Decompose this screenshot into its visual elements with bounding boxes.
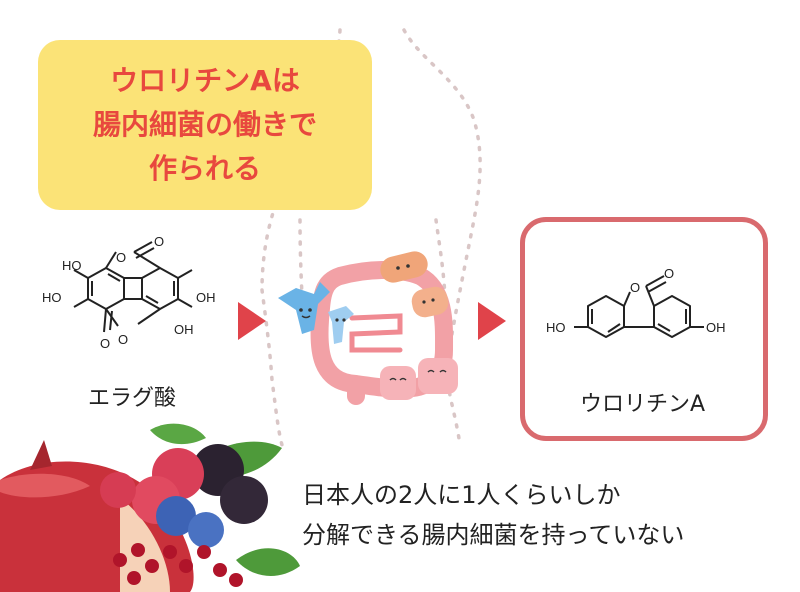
atom-ho-top: HO: [62, 258, 82, 273]
atom-oh: OH: [706, 320, 726, 335]
urolithin-a-label: ウロリチンA: [580, 392, 706, 417]
atom-o-carbonyl-top: O: [154, 234, 164, 249]
footnote-line-2: 分解できる腸内細菌を持っていない: [302, 521, 685, 549]
atom-o-carbonyl-bottom: O: [100, 336, 110, 351]
footnote-text: 日本人の2人に1人くらいしか 分解できる腸内細菌を持っていない: [302, 475, 684, 555]
atom-ho: HO: [546, 320, 566, 335]
callout-line-1: ウロリチンAは: [110, 64, 300, 97]
ellagic-acid-label: エラグ酸: [88, 386, 177, 411]
footnote-line-1: 日本人の2人に1人くらいしか: [302, 481, 621, 509]
callout-line-2: 腸内細菌の働きで: [92, 108, 317, 141]
atom-o-ring: O: [630, 280, 640, 295]
atom-o-ring-bottom: O: [118, 332, 128, 347]
arrow-right-icon: [238, 302, 266, 340]
atom-o-carbonyl: O: [664, 266, 674, 281]
bacteria-icon: [278, 251, 458, 400]
callout-box: ウロリチンAは 腸内細菌の働きで 作られる: [38, 40, 372, 210]
atom-o-ring-top: O: [116, 250, 126, 265]
urolithin-a-box: [520, 217, 768, 441]
arrow-right-icon: [478, 302, 506, 340]
atom-oh-right: OH: [196, 290, 216, 305]
atom-oh-bottom: OH: [174, 322, 194, 337]
callout-line-3: 作られる: [148, 152, 261, 185]
atom-ho-left: HO: [42, 290, 62, 305]
